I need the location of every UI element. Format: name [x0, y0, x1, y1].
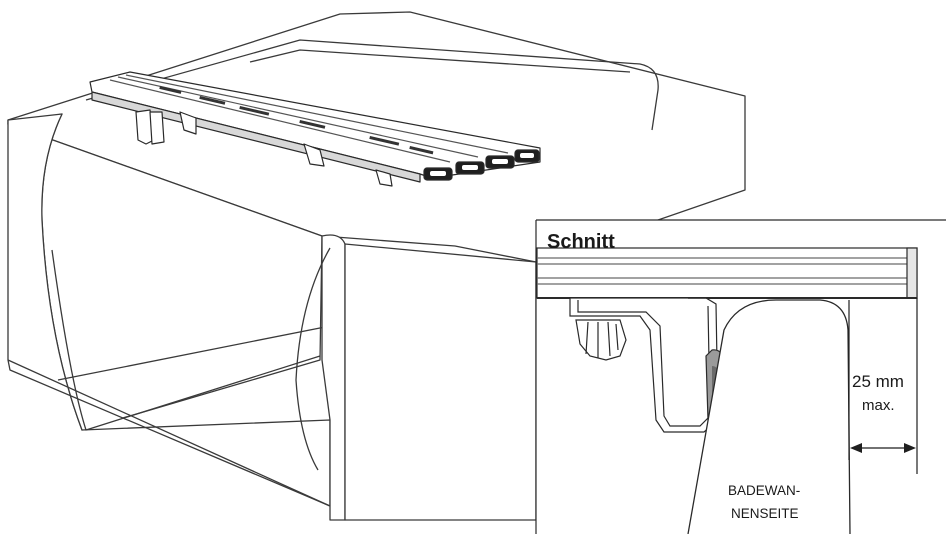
clamp-knob-ribs [585, 321, 619, 358]
bracket-inner [577, 300, 711, 427]
tub-right-face [344, 243, 537, 521]
board-groove-1 [109, 79, 451, 163]
dimension-value: 25 mm [852, 372, 904, 391]
dimension-qualifier: max. [862, 397, 895, 414]
section-title: Schnitt [547, 231, 615, 253]
tub-left-end-outer [7, 113, 331, 507]
board-groove-3 [125, 74, 509, 154]
board-bracket-left-2 [149, 111, 165, 145]
board-clamp-mid [179, 111, 197, 135]
board-end-caps-inner [430, 153, 534, 176]
board-clamp-far [375, 169, 393, 187]
tub-right-inner-curve [295, 247, 331, 471]
tub-rim-inner-line [249, 49, 631, 73]
board-clamp-right [303, 143, 325, 167]
tub-bottom-edge [7, 359, 331, 507]
tub-right-end [321, 234, 346, 521]
tub-side-label-line1: BADEWAN- [728, 483, 801, 498]
clamp-knob [575, 319, 627, 361]
dimension-marker [848, 298, 918, 474]
bathtub [7, 11, 746, 521]
board-bracket-left [135, 109, 155, 145]
tub-inner-floor [51, 249, 321, 431]
section-detail [535, 219, 946, 534]
bracket-outline [569, 297, 719, 433]
board-section-end [906, 247, 918, 299]
bath-board [89, 71, 541, 187]
board-section [536, 247, 918, 299]
board-slots [159, 86, 434, 155]
tub-inner-floor-2 [57, 325, 331, 381]
dim-arrow-left [850, 443, 862, 453]
tub-side-label-line2: NENSEITE [731, 506, 799, 521]
tub-wall-section [687, 299, 851, 534]
tub-back-wall [85, 39, 659, 131]
dim-arrow-right [904, 443, 916, 453]
